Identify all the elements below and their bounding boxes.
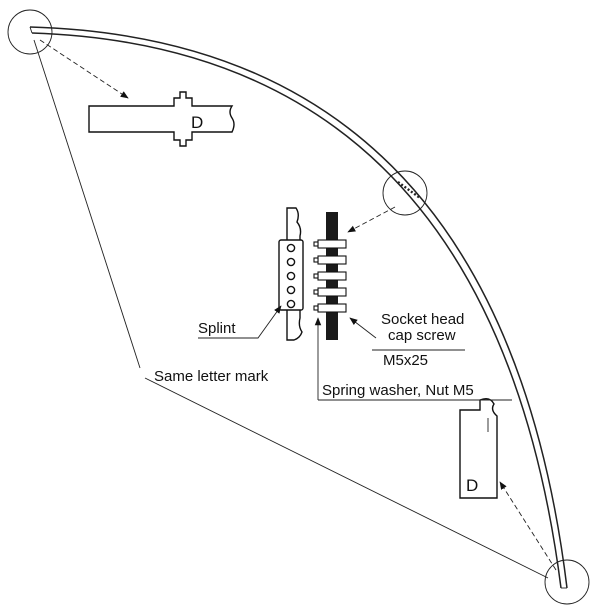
screw-leader xyxy=(349,317,465,351)
screw-label-line1: Socket head xyxy=(381,311,464,328)
letter-mark-top: D xyxy=(191,113,203,132)
detail-circle-top xyxy=(7,9,53,55)
leader-lines xyxy=(39,39,557,571)
rail-end-bottom xyxy=(459,397,498,499)
same-letter-leaders xyxy=(33,39,549,579)
splint-label: Splint xyxy=(198,320,236,337)
washer-nut-label: Spring washer, Nut M5 xyxy=(322,382,474,399)
screw-assembly xyxy=(313,212,347,340)
curved-rail xyxy=(29,26,568,589)
splint-plate xyxy=(278,207,304,341)
same-letter-label: Same letter mark xyxy=(154,368,269,385)
screw-label-line2: cap screw xyxy=(388,327,456,344)
splint-leader xyxy=(198,305,282,339)
letter-mark-bottom: D xyxy=(466,476,478,495)
detail-circle-bottom xyxy=(544,559,590,605)
detail-circle-middle xyxy=(382,170,428,216)
washer-leader xyxy=(314,317,512,401)
screw-label-line3: M5x25 xyxy=(383,352,428,369)
rail-end-top xyxy=(88,91,235,147)
